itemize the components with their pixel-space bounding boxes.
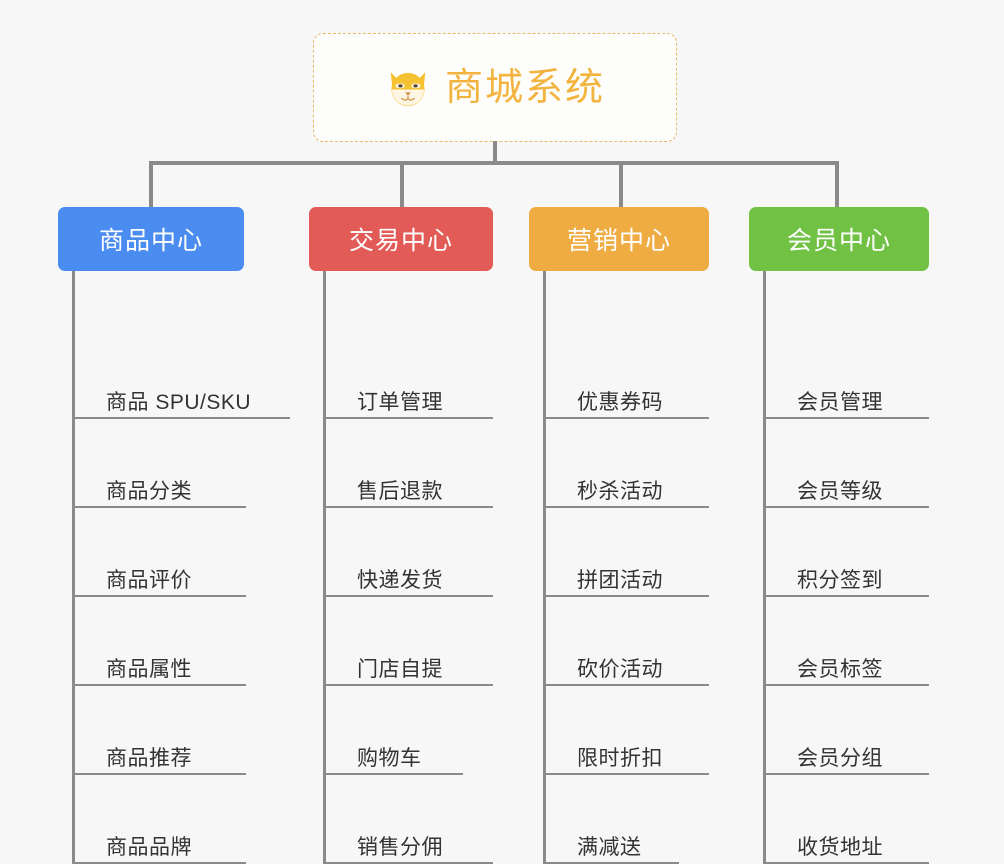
leaf-item[interactable]: 会员等级 xyxy=(763,480,929,508)
leaf-item[interactable]: 会员标签 xyxy=(763,658,929,686)
leaf-item[interactable]: 会员分组 xyxy=(763,747,929,775)
leaf-item[interactable]: 商品 SPU/SKU xyxy=(72,391,290,419)
branch-spine xyxy=(763,271,766,864)
leaf-item-label: 商品属性 xyxy=(106,658,192,681)
category-label: 营销中心 xyxy=(566,227,671,255)
leaf-item[interactable]: 商品推荐 xyxy=(72,747,246,775)
root-node[interactable]: 商城系统 xyxy=(313,33,677,142)
leaf-item-label: 会员等级 xyxy=(797,480,883,503)
leaf-item-label: 限时折扣 xyxy=(577,747,663,770)
leaf-item[interactable]: 砍价活动 xyxy=(543,658,709,686)
category-label: 交易中心 xyxy=(348,227,453,255)
drop-connector-3 xyxy=(619,161,623,209)
root-title: 商城系统 xyxy=(444,66,605,109)
leaf-item[interactable]: 收货地址 xyxy=(763,836,929,864)
leaf-item[interactable]: 订单管理 xyxy=(323,391,493,419)
leaf-item-label: 秒杀活动 xyxy=(577,480,663,503)
leaf-item[interactable]: 商品评价 xyxy=(72,569,246,597)
leaf-item[interactable]: 商品分类 xyxy=(72,480,246,508)
leaf-item[interactable]: 优惠券码 xyxy=(543,391,709,419)
leaf-item[interactable]: 售后退款 xyxy=(323,480,493,508)
leaf-item[interactable]: 会员管理 xyxy=(763,391,929,419)
branch-product-center: 商品中心商品 SPU/SKU 商品分类商品评价商品属性商品推荐商品品牌 xyxy=(58,207,290,864)
leaf-item-label: 门店自提 xyxy=(357,658,443,681)
leaf-item-label: 快递发货 xyxy=(357,569,443,592)
drop-connector-1 xyxy=(149,161,153,209)
category-label: 会员中心 xyxy=(786,227,891,255)
leaf-item[interactable]: 商品属性 xyxy=(72,658,246,686)
leaf-item[interactable]: 满减送 xyxy=(543,836,679,864)
category-box-member-center[interactable]: 会员中心 xyxy=(749,207,929,271)
leaf-item[interactable]: 销售分佣 xyxy=(323,836,493,864)
leaf-item-label: 会员分组 xyxy=(797,747,883,770)
leaf-item[interactable]: 拼团活动 xyxy=(543,569,709,597)
leaf-item-label: 优惠券码 xyxy=(577,391,663,414)
leaf-item-label: 商品分类 xyxy=(106,480,192,503)
leaf-item-label: 积分签到 xyxy=(797,569,883,592)
leaf-item-label: 商品评价 xyxy=(106,569,192,592)
branch-trade-center: 交易中心订单管理售后退款快递发货门店自提购物车销售分佣 xyxy=(309,207,493,864)
category-label: 商品中心 xyxy=(98,227,203,255)
drop-connector-2 xyxy=(400,161,404,209)
leaf-item[interactable]: 积分签到 xyxy=(763,569,929,597)
leaf-item-label: 砍价活动 xyxy=(577,658,663,681)
leaf-item-label: 售后退款 xyxy=(357,480,443,503)
category-box-trade-center[interactable]: 交易中心 xyxy=(309,207,493,271)
leaf-item[interactable]: 限时折扣 xyxy=(543,747,709,775)
branch-spine xyxy=(323,271,326,864)
branch-spine xyxy=(543,271,546,864)
leaf-item[interactable]: 购物车 xyxy=(323,747,463,775)
leaf-item[interactable]: 商品品牌 xyxy=(72,836,246,864)
leaf-item-label: 会员管理 xyxy=(797,391,883,414)
branch-member-center: 会员中心会员管理会员等级积分签到会员标签会员分组收货地址 xyxy=(749,207,929,864)
leaf-item-label: 订单管理 xyxy=(357,391,443,414)
category-box-marketing-center[interactable]: 营销中心 xyxy=(529,207,709,271)
shiba-dog-face-icon xyxy=(385,65,431,111)
horizontal-connector xyxy=(149,161,839,165)
leaf-item-label: 会员标签 xyxy=(797,658,883,681)
branch-marketing-center: 营销中心优惠券码秒杀活动拼团活动砍价活动限时折扣满减送 xyxy=(529,207,709,864)
leaf-item[interactable]: 秒杀活动 xyxy=(543,480,709,508)
leaf-item-label: 拼团活动 xyxy=(577,569,663,592)
leaf-item[interactable]: 门店自提 xyxy=(323,658,493,686)
branch-spine xyxy=(72,271,75,864)
leaf-item-label: 商品 SPU/SKU xyxy=(106,391,252,414)
category-box-product-center[interactable]: 商品中心 xyxy=(58,207,244,271)
leaf-item-label: 购物车 xyxy=(357,747,422,770)
leaf-item[interactable]: 快递发货 xyxy=(323,569,493,597)
drop-connector-4 xyxy=(835,161,839,209)
trunk-connector xyxy=(493,141,497,164)
leaf-item-label: 商品推荐 xyxy=(106,747,192,770)
